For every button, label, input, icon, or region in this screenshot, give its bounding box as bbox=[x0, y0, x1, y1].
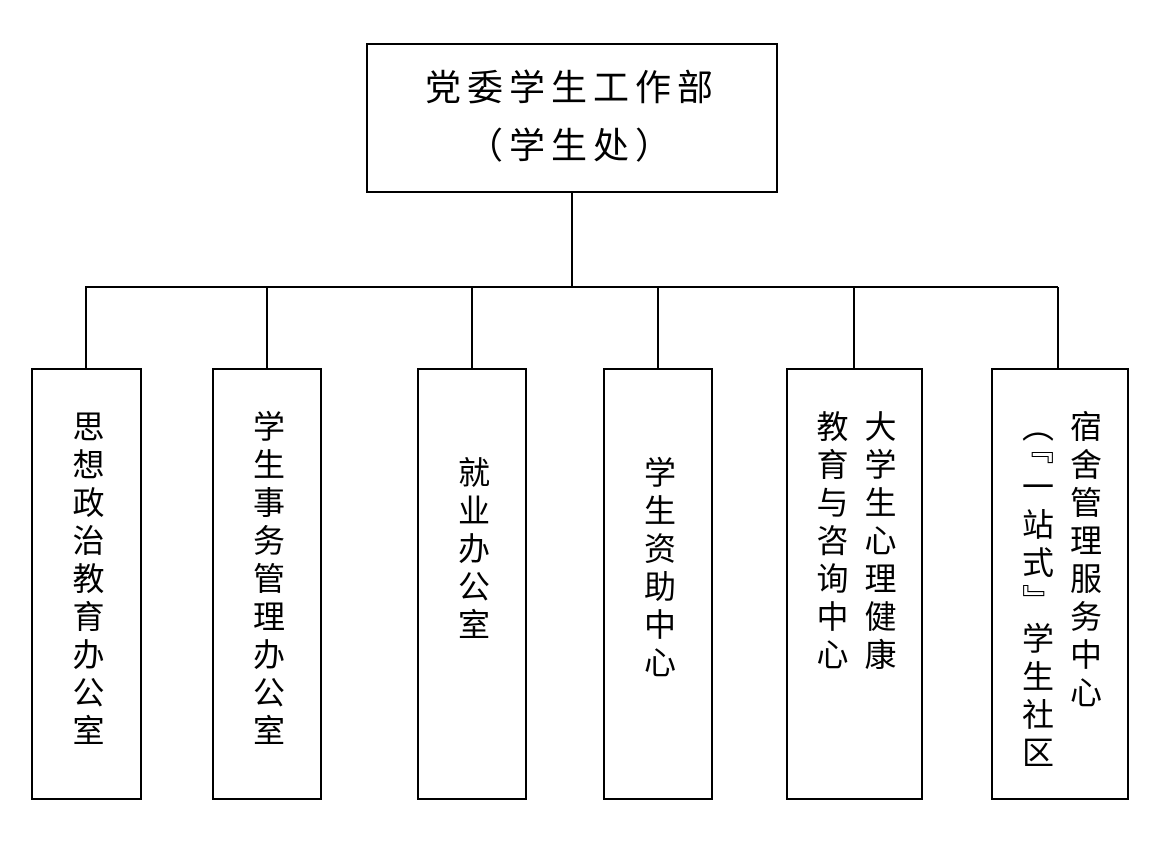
child-node-label-col1: 大学生心理健康 bbox=[859, 410, 898, 676]
child-node-student-affairs: 学生事务管理办公室 bbox=[212, 368, 322, 800]
child-node-ideological-education: 思想政治教育办公室 bbox=[31, 368, 142, 800]
root-subtitle: （学生处） bbox=[466, 126, 677, 167]
child-node-dormitory-service: 宿舍管理服务中心 （『一站式』学生社区 bbox=[991, 368, 1129, 800]
child-node-label: 思想政治教育办公室 bbox=[67, 410, 106, 752]
child-node-label-col2: 教育与咨询中心 bbox=[811, 410, 850, 676]
child-node-label: 学生事务管理办公室 bbox=[248, 410, 286, 752]
root-node: 党委学生工作部 （学生处） bbox=[366, 43, 778, 193]
child-node-employment-office: 就业办公室 bbox=[417, 368, 527, 800]
child-node-label: 就业办公室 bbox=[453, 456, 491, 646]
child-node-financial-aid: 学生资助中心 bbox=[603, 368, 713, 800]
child-node-label-col1: 宿舍管理服务中心 bbox=[1065, 410, 1103, 714]
root-title: 党委学生工作部 bbox=[424, 68, 719, 110]
child-node-label: 学生资助中心 bbox=[639, 456, 677, 684]
child-node-label-col2: （『一站式』学生社区 bbox=[1017, 410, 1055, 774]
child-node-mental-health: 大学生心理健康 教育与咨询中心 bbox=[786, 368, 923, 800]
